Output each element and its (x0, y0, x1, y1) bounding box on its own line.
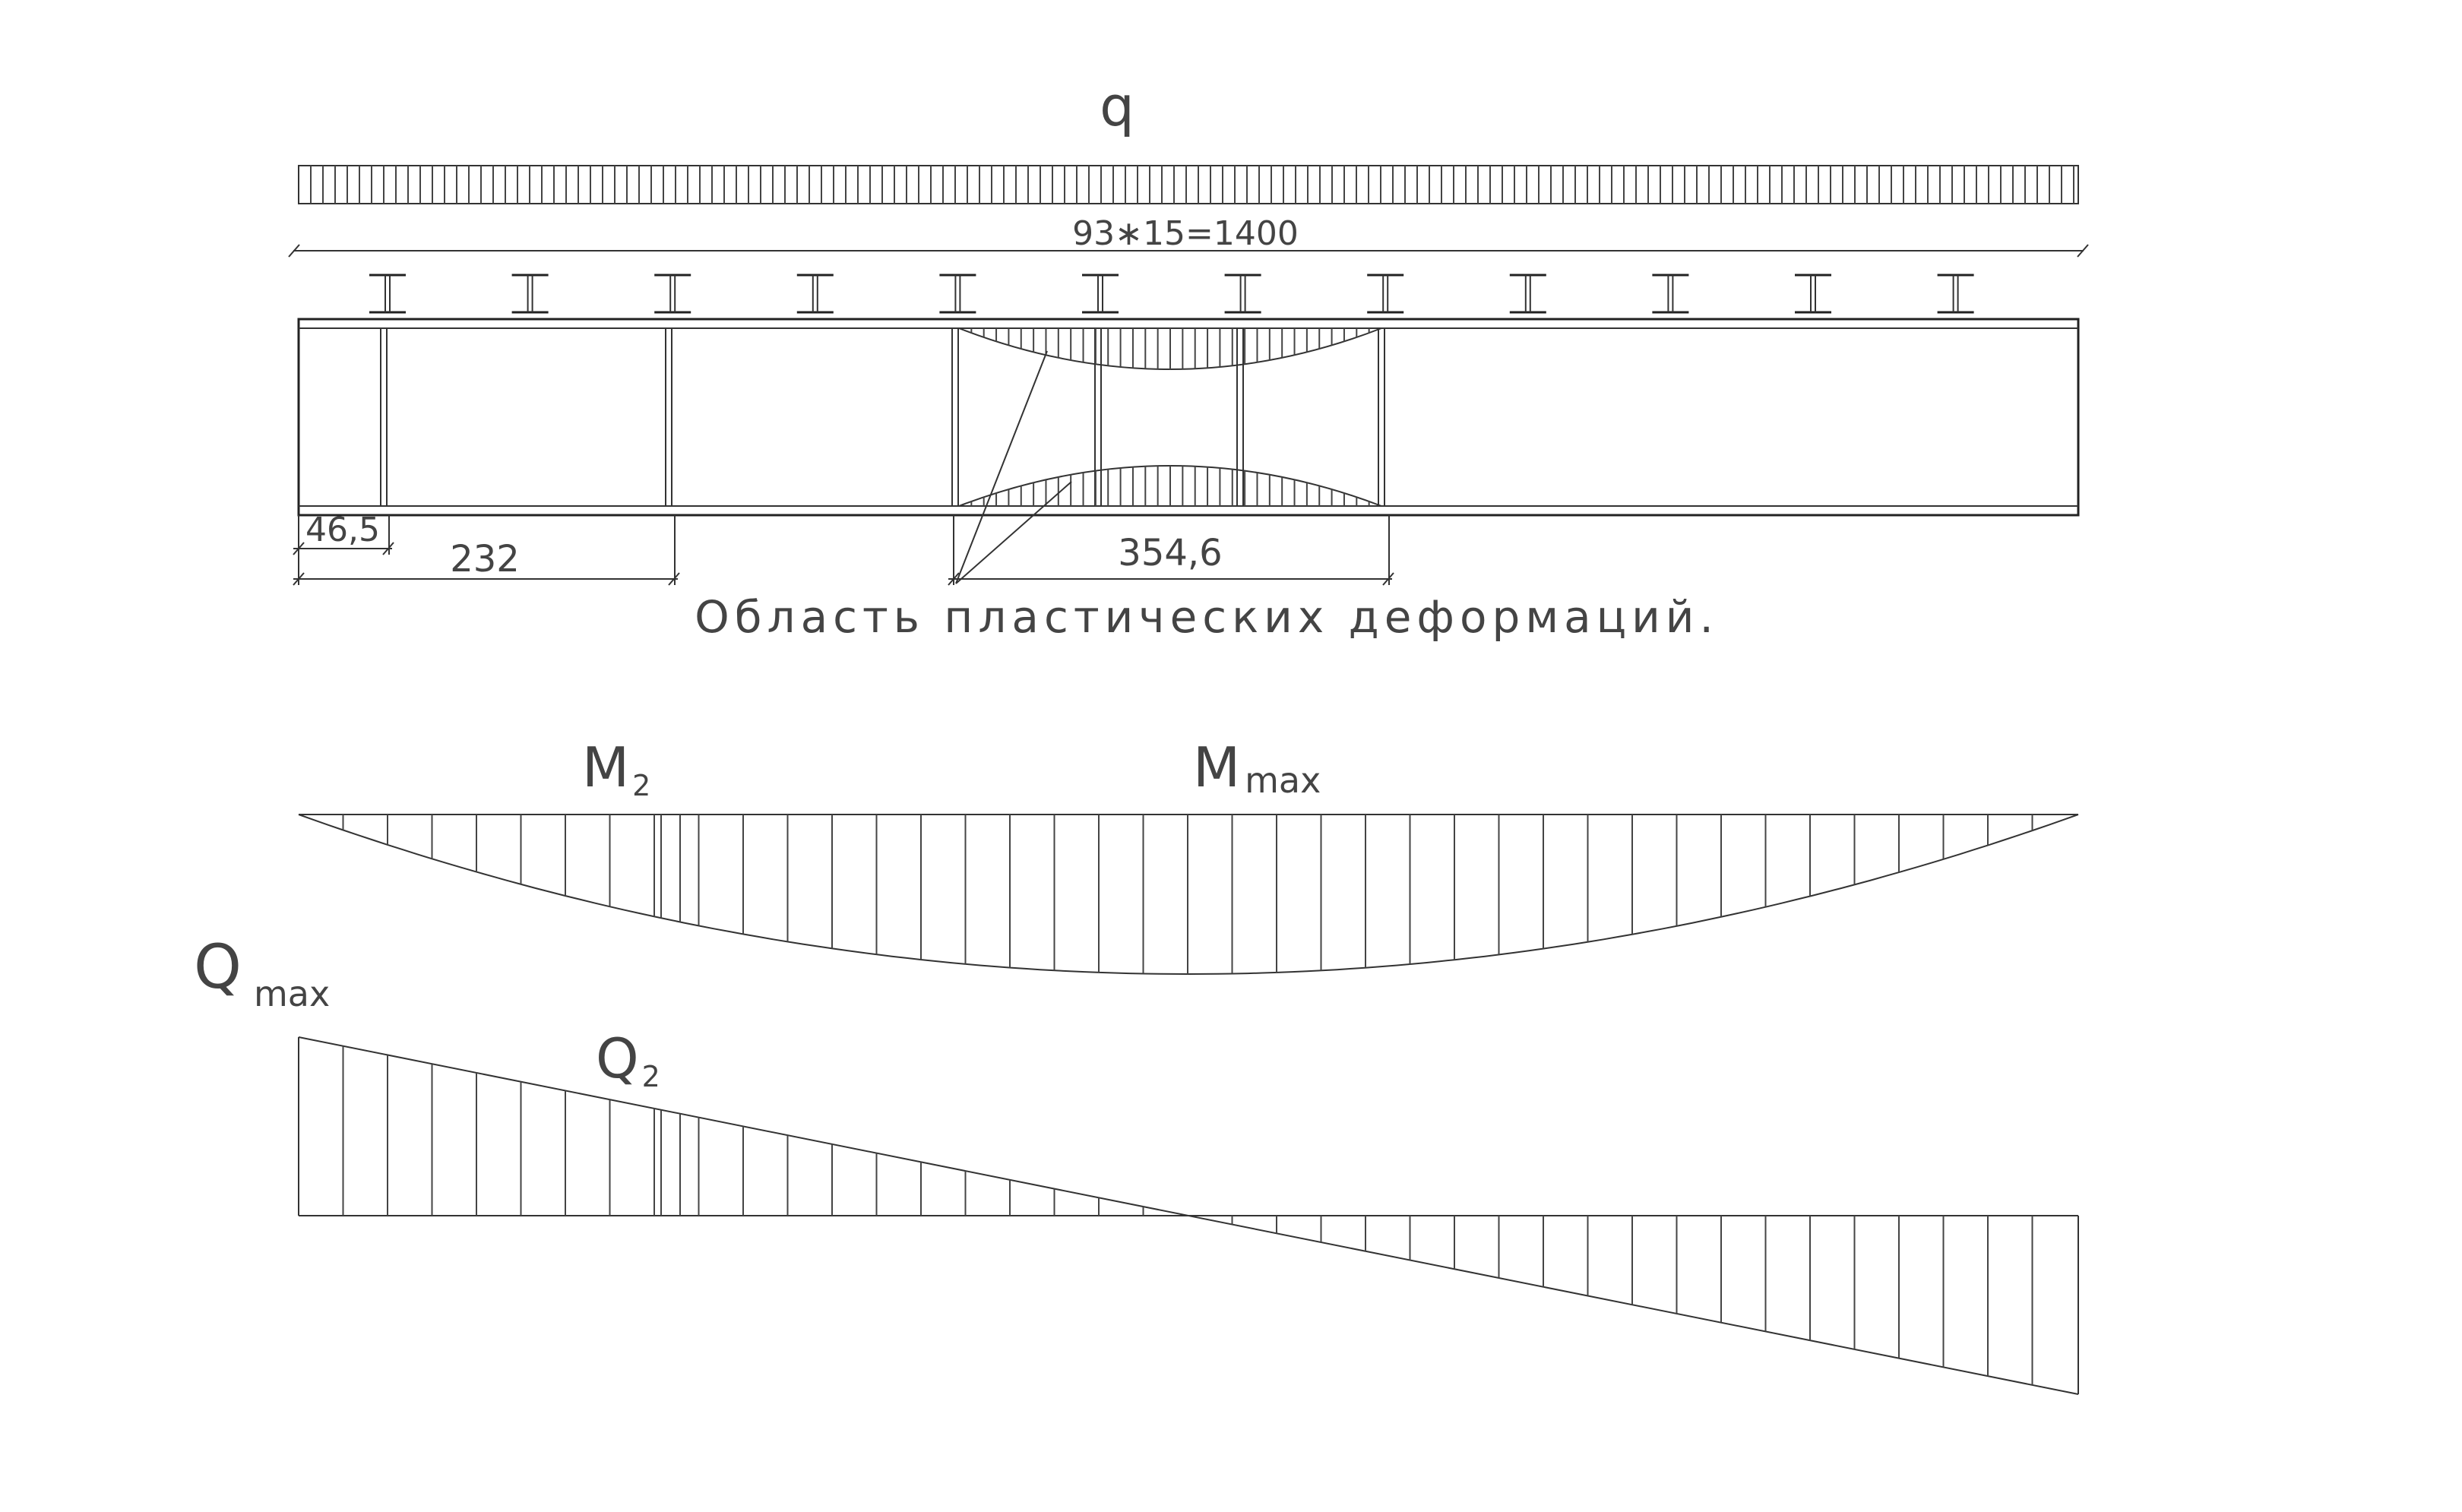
dimension-end-stiffener-text: 46,5 (305, 511, 380, 549)
load-hatch (310, 166, 2074, 204)
i-section-icon (1652, 274, 1689, 314)
dimension-end-stiffener: 46,5 (293, 511, 394, 585)
beam-elevation (297, 318, 2080, 517)
plastic-zone (955, 327, 1382, 584)
i-section-icon (1082, 274, 1119, 314)
i-section-icon (1509, 274, 1546, 314)
i-section-icon (1937, 274, 1974, 314)
overall-dimension-text: 93∗15=1400 (1072, 214, 1299, 253)
distributed-load (298, 165, 2079, 204)
moment-diagram (298, 814, 2079, 976)
load-label: q (1100, 74, 1134, 138)
plastic-zone-hatch (970, 328, 1370, 506)
shear-diagram-hatch (342, 1045, 2033, 1385)
i-section-icon (1795, 274, 1831, 314)
i-section-icon (369, 274, 406, 314)
dimension-plastic-zone-text: 354,6 (1118, 532, 1222, 574)
moment-diagram-hatch (342, 815, 2033, 974)
dimension-stiffener-spacing: 232 (293, 515, 680, 586)
i-section-icon (796, 274, 834, 314)
overall-dimension: 93∗15=1400 (288, 214, 2089, 258)
i-section-symbols (369, 274, 1974, 314)
i-section-icon (654, 274, 691, 314)
dimension-stiffener-spacing-text: 232 (450, 538, 520, 580)
dimension-plastic-zone: 354,6 (948, 515, 1394, 586)
i-section-icon (511, 274, 549, 314)
beam-stiffeners (380, 328, 1385, 506)
i-section-icon (939, 274, 976, 314)
shear-diagram (298, 1036, 2079, 1395)
i-section-icon (1224, 274, 1261, 314)
i-section-icon (1367, 274, 1404, 314)
plastic-zone-caption: Область пластических деформаций. (695, 591, 1719, 643)
